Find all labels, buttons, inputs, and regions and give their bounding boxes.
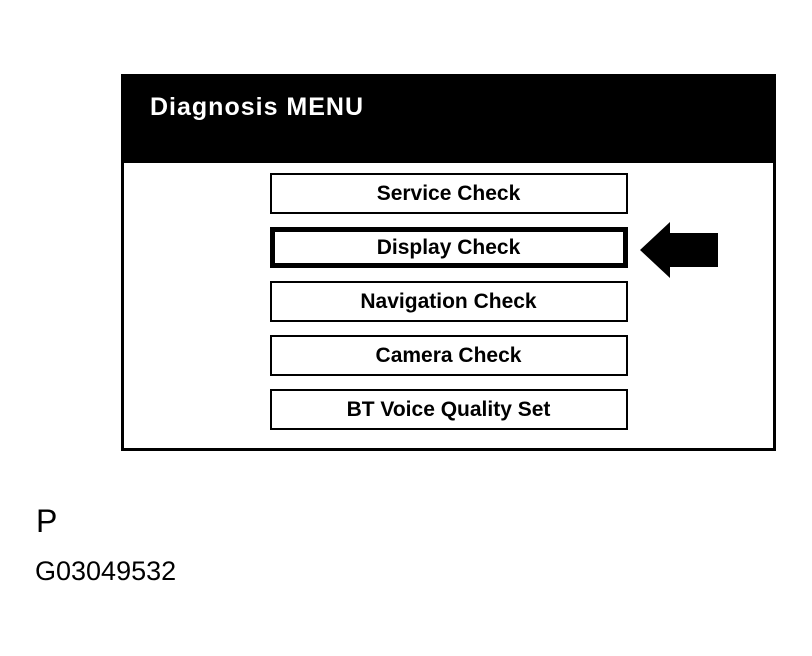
menu-button-display-check[interactable]: Display Check <box>269 227 628 268</box>
menu-button-label: Navigation Check <box>360 289 537 313</box>
figure-id: G03049532 <box>35 556 177 586</box>
menu-button-camera-check[interactable]: Camera Check <box>269 335 628 376</box>
menu-button-label: Camera Check <box>375 343 522 367</box>
selection-pointer-arrow-icon <box>640 222 718 278</box>
menu-button-label: Service Check <box>376 181 521 205</box>
page-letter: P <box>36 503 58 539</box>
menu-button-label: Display Check <box>376 235 521 259</box>
menu-button-navigation-check[interactable]: Navigation Check <box>269 281 628 322</box>
screen-title: Diagnosis MENU <box>150 93 365 121</box>
menu-button-label: BT Voice Quality Set <box>346 397 551 421</box>
screen-header: Diagnosis MENU <box>124 77 773 163</box>
menu-button-bt-voice-quality-set[interactable]: BT Voice Quality Set <box>269 389 628 430</box>
menu-button-service-check[interactable]: Service Check <box>269 173 628 214</box>
